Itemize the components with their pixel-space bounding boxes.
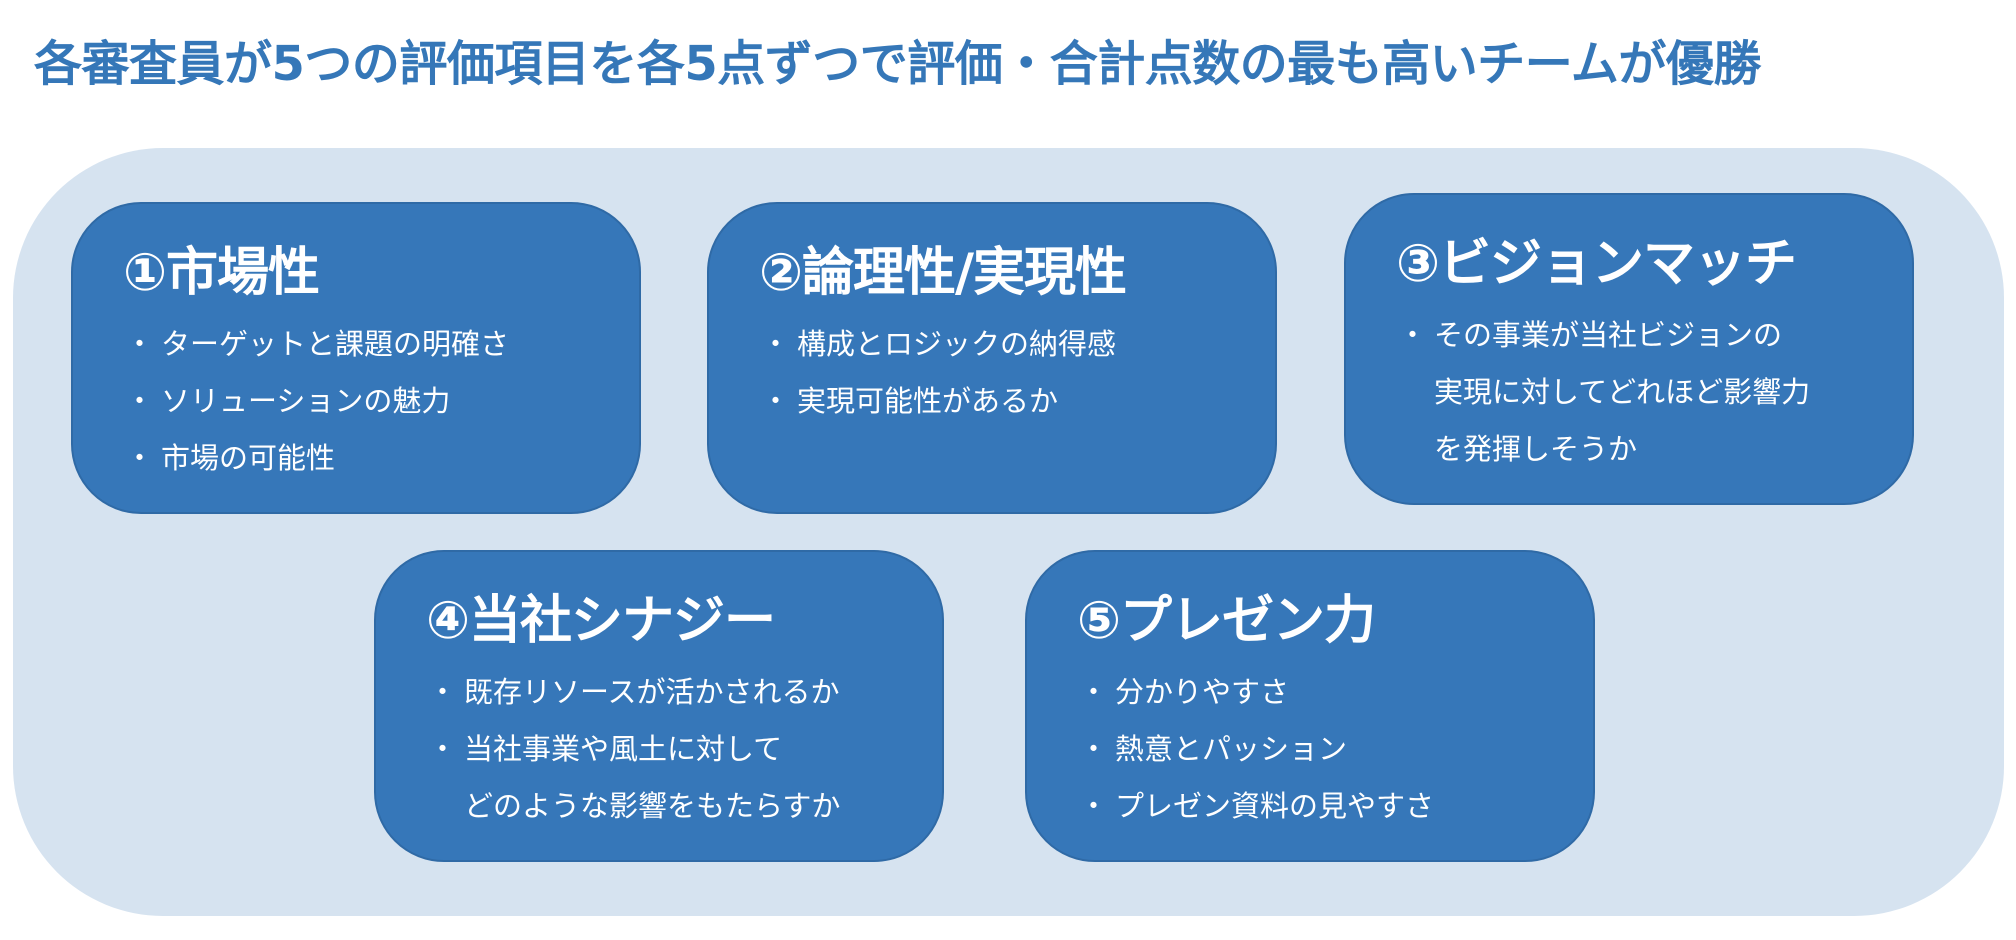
criterion-bullet-continued: どのような影響をもたらすか bbox=[464, 789, 841, 823]
criterion-bullet: ターゲットと課題の明確さ bbox=[125, 316, 619, 373]
criterion-heading: ①市場性 bbox=[123, 243, 320, 303]
criterion-heading: ③ビジョンマッチ bbox=[1396, 234, 1797, 294]
criterion-bullet: 構成とロジックの納得感 bbox=[761, 316, 1255, 373]
criterion-bullet: 市場の可能性 bbox=[125, 430, 619, 487]
criterion-bullet: ソリューションの魅力 bbox=[125, 373, 619, 430]
criterion-bullet: 実現可能性があるか bbox=[761, 373, 1255, 430]
criterion-bullet: 分かりやすさ bbox=[1079, 664, 1573, 721]
criterion-bullet-continued: を発揮しそうか bbox=[1434, 432, 1638, 466]
criterion-bullet: プレゼン資料の見やすさ bbox=[1079, 778, 1573, 835]
criterion-card-market: ①市場性 ターゲットと課題の明確さ ソリューションの魅力 市場の可能性 bbox=[71, 202, 641, 514]
criterion-heading: ②論理性/実現性 bbox=[759, 243, 1127, 303]
criterion-bullet-continued: 実現に対してどれほど影響力 bbox=[1434, 375, 1811, 409]
criterion-card-vision: ③ビジョンマッチ その事業が当社ビジョンの 実現に対してどれほど影響力 を発揮し… bbox=[1344, 193, 1914, 505]
criterion-bullet: その事業が当社ビジョンの bbox=[1398, 307, 1892, 364]
criterion-heading: ⑤プレゼン力 bbox=[1077, 591, 1376, 651]
criterion-bullet: 当社事業や風土に対して bbox=[428, 721, 922, 778]
criterion-heading: ④当社シナジー bbox=[426, 591, 776, 651]
criterion-card-synergy: ④当社シナジー 既存リソースが活かされるか 当社事業や風土に対して どのような影… bbox=[374, 550, 944, 862]
criterion-card-presentation: ⑤プレゼン力 分かりやすさ 熱意とパッション プレゼン資料の見やすさ bbox=[1025, 550, 1595, 862]
criterion-bullet: 熱意とパッション bbox=[1079, 721, 1573, 778]
criterion-bullet: 既存リソースが活かされるか bbox=[428, 664, 922, 721]
page-title: 各審査員が5つの評価項目を各5点ずつで評価・合計点数の最も高いチームが優勝 bbox=[34, 36, 1761, 92]
criterion-card-logic: ②論理性/実現性 構成とロジックの納得感 実現可能性があるか bbox=[707, 202, 1277, 514]
